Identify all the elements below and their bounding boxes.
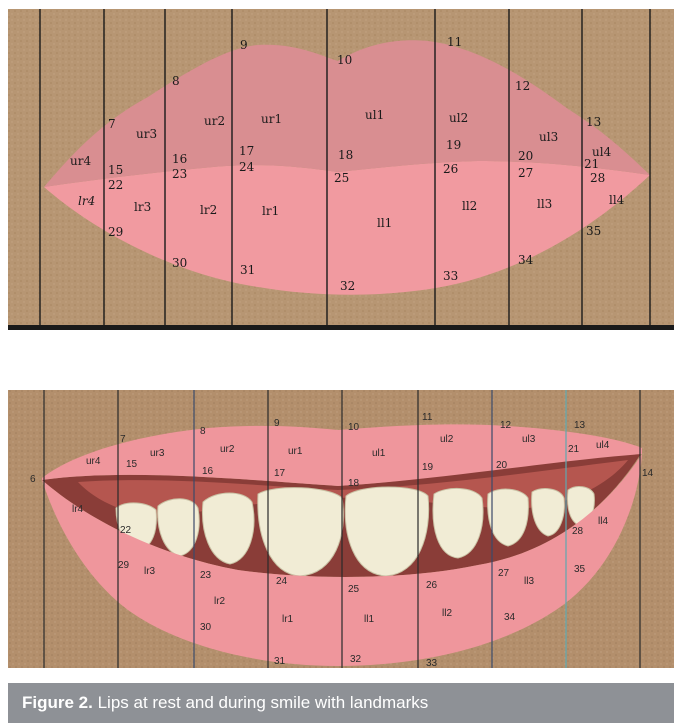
region-label: ll4 <box>598 516 608 527</box>
region-label: ul1 <box>365 108 384 122</box>
landmark: 35 <box>586 224 601 238</box>
landmark: 30 <box>172 256 187 270</box>
region-label: ul4 <box>592 145 612 159</box>
landmark: 8 <box>200 426 206 437</box>
landmark: 20 <box>496 460 508 471</box>
landmark: 13 <box>586 115 601 129</box>
region-label: ur4 <box>86 456 101 467</box>
landmark: 31 <box>240 263 255 277</box>
landmark: 13 <box>574 420 586 431</box>
landmark: 23 <box>200 570 212 581</box>
landmark: 9 <box>240 38 248 52</box>
region-label: lr2 <box>214 596 226 607</box>
landmark: 12 <box>500 420 512 431</box>
region-label: lr1 <box>262 204 279 218</box>
landmark: 28 <box>572 526 584 537</box>
landmark: 32 <box>350 654 362 665</box>
landmark: 17 <box>274 468 286 479</box>
landmark: 16 <box>202 466 214 477</box>
region-label: lr3 <box>144 566 156 577</box>
lips-at-rest-figure: 9 10 11 8 12 7 13 15 16 17 18 19 20 21 2… <box>8 9 674 325</box>
region-label: ul3 <box>539 130 558 144</box>
landmark: 33 <box>426 658 438 668</box>
landmark: 7 <box>108 117 116 131</box>
region-label: ur3 <box>150 448 165 459</box>
caption-text: Lips at rest and during smile with landm… <box>93 693 428 712</box>
region-label: ll2 <box>442 608 452 619</box>
region-label: ur4 <box>70 154 91 168</box>
landmark: 34 <box>504 612 516 623</box>
landmark: 10 <box>337 53 352 67</box>
landmark: 17 <box>239 144 254 158</box>
region-label: ul3 <box>522 434 536 445</box>
region-label: ur1 <box>288 446 303 457</box>
landmark: 21 <box>584 157 599 171</box>
region-label: ll4 <box>609 193 625 207</box>
landmark: 15 <box>108 163 123 177</box>
region-label: lr2 <box>200 203 217 217</box>
landmark: 8 <box>172 74 180 88</box>
landmark: 16 <box>172 152 187 166</box>
landmark: 18 <box>338 148 353 162</box>
region-label: ur1 <box>261 112 282 126</box>
region-label: ur2 <box>204 114 225 128</box>
landmark: 11 <box>422 412 433 423</box>
landmark: 9 <box>274 418 280 429</box>
landmark: 23 <box>172 167 187 181</box>
landmark: 22 <box>108 178 123 192</box>
landmark: 22 <box>120 525 132 536</box>
landmark: 10 <box>348 422 360 433</box>
region-label: ll3 <box>537 197 552 211</box>
landmark: 24 <box>276 576 288 587</box>
region-label: ll3 <box>524 576 534 587</box>
lips-at-rest-panel: 9 10 11 8 12 7 13 15 16 17 18 19 20 21 2… <box>8 9 674 325</box>
landmark: 6 <box>30 474 36 485</box>
landmark: 35 <box>574 564 586 575</box>
caption-label: Figure 2. <box>22 693 93 712</box>
landmark: 15 <box>126 459 138 470</box>
landmark: 20 <box>518 149 533 163</box>
region-label: ul2 <box>449 111 468 125</box>
landmark: 30 <box>200 622 212 633</box>
landmark: 28 <box>590 171 605 185</box>
landmark: 26 <box>426 580 438 591</box>
landmark: 31 <box>274 656 286 667</box>
lips-smile-figure: 6 7 8 9 10 11 12 13 14 15 16 17 18 19 20… <box>8 390 674 668</box>
region-label: lr4 <box>78 194 95 208</box>
region-label: ur3 <box>136 127 157 141</box>
region-label: lr1 <box>282 614 294 625</box>
region-label: ll1 <box>377 216 392 230</box>
figure-caption: Figure 2. Lips at rest and during smile … <box>8 683 674 723</box>
landmark: 25 <box>348 584 360 595</box>
region-label: lr3 <box>134 200 151 214</box>
region-label: ll1 <box>364 614 374 625</box>
landmark: 27 <box>498 568 510 579</box>
landmark: 29 <box>118 560 130 571</box>
landmark: 11 <box>447 35 462 49</box>
region-label: ul1 <box>372 448 386 459</box>
landmark: 18 <box>348 478 360 489</box>
landmark: 29 <box>108 225 123 239</box>
lips-smile-panel: 6 7 8 9 10 11 12 13 14 15 16 17 18 19 20… <box>8 390 674 668</box>
landmark: 21 <box>568 444 580 455</box>
landmark: 34 <box>518 253 534 267</box>
landmark: 19 <box>446 138 461 152</box>
region-label: lr4 <box>72 504 84 515</box>
landmark: 25 <box>334 171 349 185</box>
landmark: 14 <box>642 468 654 479</box>
landmark: 7 <box>120 434 126 445</box>
landmark: 24 <box>239 160 255 174</box>
region-label: ul2 <box>440 434 454 445</box>
landmark: 32 <box>340 279 355 293</box>
landmark: 19 <box>422 462 434 473</box>
landmark: 26 <box>443 162 458 176</box>
region-label: ll2 <box>462 199 477 213</box>
region-label: ul4 <box>596 440 610 451</box>
panel-divider <box>8 325 674 330</box>
landmark: 33 <box>443 269 458 283</box>
landmark: 27 <box>518 166 533 180</box>
region-label: ur2 <box>220 444 235 455</box>
landmark: 12 <box>515 79 530 93</box>
